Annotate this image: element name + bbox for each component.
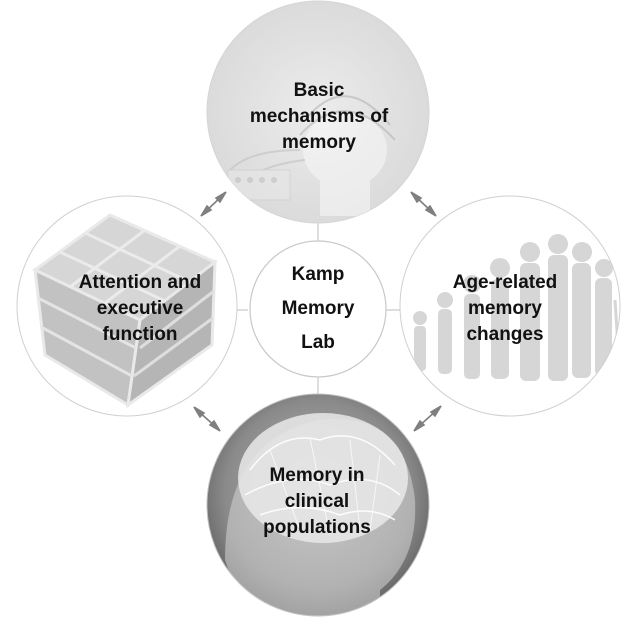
topic-label-bottom: Memory in clinical populations	[263, 465, 371, 538]
arrow-top-right	[410, 191, 437, 217]
brain-head-icon	[225, 413, 416, 616]
center-label: Kamp Memory Lab	[281, 264, 355, 353]
topic-label-top: Basic mechanisms of memory	[249, 80, 389, 153]
topic-circle-bottom	[206, 393, 430, 617]
topic-circle-left	[16, 195, 238, 417]
human-aging-silhouettes-icon	[413, 234, 620, 381]
center-circle	[249, 240, 387, 378]
arrow-bottom-right	[413, 405, 442, 432]
rubiks-cube-icon	[32, 213, 218, 409]
topic-circle-right	[399, 195, 621, 417]
topic-label-right: Age-related memory changes	[452, 272, 558, 345]
connector-lines	[237, 223, 400, 394]
topic-circle-top	[206, 0, 430, 224]
topic-label-left: Attention and executive function	[78, 272, 202, 345]
arrows	[193, 191, 442, 432]
arrow-bottom-left	[193, 406, 221, 432]
arrow-top-left	[200, 191, 227, 217]
